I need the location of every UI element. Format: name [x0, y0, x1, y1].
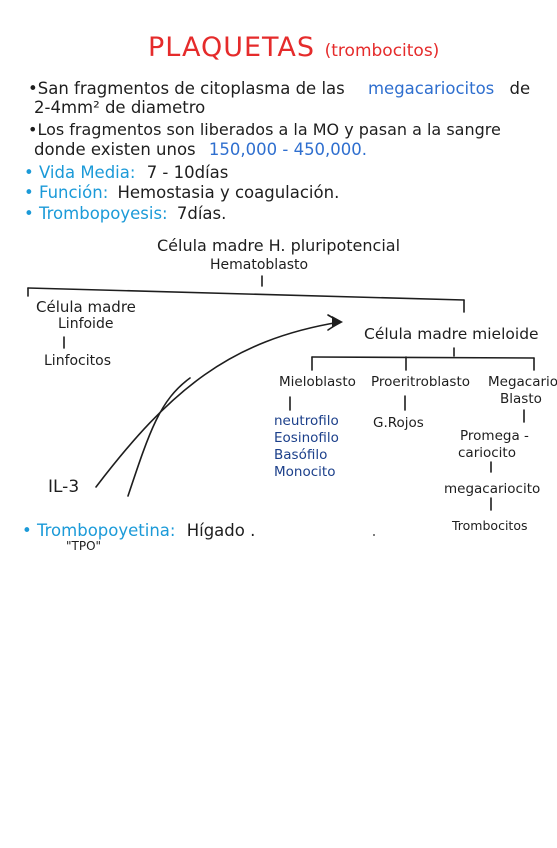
tpo-abbr: "TPO" [66, 539, 102, 553]
node-megacariocito: megacariocito [444, 481, 541, 497]
line4-text: donde existen unos [34, 140, 196, 159]
trombopoyesis-label: • Trombopoyesis: [24, 204, 168, 223]
node-hematoblasto: Hematoblasto [210, 257, 309, 273]
list-item-monocito: Monocito [274, 464, 336, 480]
funcion-value: Hemostasia y coagulación. [117, 183, 340, 202]
line4-highlight: 150,000 - 450,000. [208, 140, 368, 159]
text-line-4: donde existen unos 150,000 - 450,000. [34, 140, 367, 159]
line1-text: •San fragmentos de citoplasma de las [28, 79, 345, 98]
vida-media-label: • Vida Media: [24, 163, 136, 182]
node-linfocitos: Linfocitos [44, 353, 111, 369]
line1-highlight: megacariocitos [367, 79, 495, 98]
text-line-3: •Los fragmentos son liberados a la MO y … [28, 120, 501, 139]
list-item-eosinofilo: Eosinofilo [274, 430, 339, 446]
vida-media-value: 7 - 10días [146, 163, 229, 182]
list-item-basofilo: Basófilo [274, 447, 328, 463]
node-promegacariocito: Promega - [460, 428, 529, 444]
tpo-value: Hígado . [186, 521, 256, 540]
label-il3: IL-3 [48, 477, 80, 497]
text-line-6: • Función: Hemostasia y coagulación. [24, 183, 339, 202]
node-megacarioblasto: Megacario- [488, 374, 557, 390]
node-mieloblasto: Mieloblasto [279, 374, 356, 390]
text-line-1: •San fragmentos de citoplasma de las meg… [28, 79, 530, 98]
node-mieloide: Célula madre mieloide [364, 325, 539, 343]
trombopoyesis-value: 7días. [176, 204, 227, 223]
node-proeritroblasto: Proeritroblasto [371, 374, 471, 390]
node-megacarioblasto-2: Blasto [500, 391, 542, 407]
tpo-label: • Trombopoyetina: [22, 521, 176, 540]
node-linfoide-2: Linfoide [58, 316, 114, 332]
text-line-7: • Trombopoyesis: 7días. [24, 204, 226, 223]
funcion-label: • Función: [24, 183, 109, 202]
node-root: Célula madre H. pluripotencial [157, 236, 401, 255]
stray-dot [373, 534, 375, 536]
text-line-2: 2-4mm² de diametro [34, 98, 206, 117]
list-item-neutrofilo: neutrofilo [274, 413, 339, 429]
title-sub: (trombocitos) [324, 41, 440, 61]
node-globulos-rojos: G.Rojos [373, 415, 424, 431]
tpo-line: • Trombopoyetina: Hígado . [22, 521, 255, 540]
text-line-5: • Vida Media: 7 - 10días [24, 163, 228, 182]
title-main: PLAQUETAS [148, 32, 316, 63]
granulocytes-list: neutrofilo Eosinofilo Basófilo Monocito [274, 413, 339, 481]
node-linfoide: Célula madre [36, 298, 136, 316]
node-promegacariocito-2: cariocito [458, 445, 516, 461]
line1-end: de [509, 79, 531, 98]
node-trombocitos: Trombocitos [452, 518, 528, 533]
page-title: PLAQUETAS (trombocitos) [148, 32, 439, 63]
